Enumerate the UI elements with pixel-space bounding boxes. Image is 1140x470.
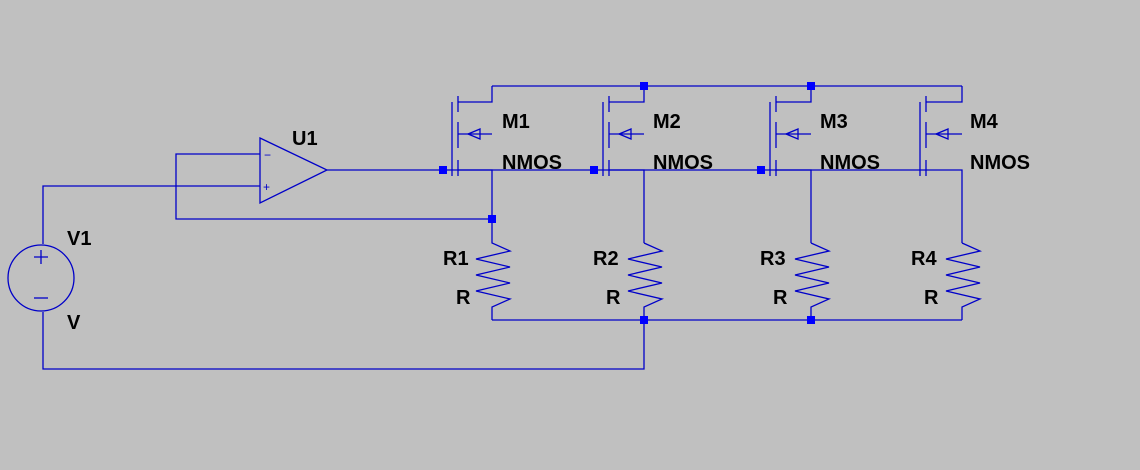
source-body (7, 244, 75, 312)
m3-source-lead (776, 169, 812, 243)
m4-arrow (934, 128, 949, 140)
r1-label: R1 (443, 248, 469, 270)
m1-label: M1 (502, 111, 530, 133)
junction-dot[interactable] (439, 166, 447, 174)
junction-dot[interactable] (640, 82, 648, 90)
junction-dot[interactable] (757, 166, 765, 174)
r3-value-label: R (773, 287, 788, 309)
m3-label: M3 (820, 111, 848, 133)
m2-model-label: NMOS (653, 152, 713, 174)
r4-zigzag (945, 242, 983, 320)
opamp-minus-sign: − (264, 148, 271, 162)
r1-value-label: R (456, 287, 471, 309)
junction-dot[interactable] (488, 215, 496, 223)
resistor-r3[interactable] (794, 242, 832, 320)
junction-dot[interactable] (807, 316, 815, 324)
m4-label: M4 (970, 111, 999, 133)
labels: U1 V1 V M1 NMOS M2 NMOS M3 NMOS M4 NMOS … (67, 111, 1030, 334)
m4-drain-lead (926, 86, 963, 103)
r2-label: R2 (593, 248, 619, 270)
m3-arrow (784, 128, 799, 140)
m1-model-label: NMOS (502, 152, 562, 174)
vin-wire (42, 185, 260, 244)
r2-value-label: R (606, 287, 621, 309)
opamp-u1[interactable]: − + (259, 136, 329, 205)
m4-source-lead (926, 169, 963, 243)
v1-value-label: V (67, 312, 81, 334)
resistor-r2[interactable] (627, 242, 665, 320)
nmos-m4[interactable] (919, 86, 963, 243)
m1-drain-lead (458, 86, 493, 103)
junction-dot[interactable] (807, 82, 815, 90)
junction-dot[interactable] (590, 166, 598, 174)
nmos-m1[interactable] (451, 86, 493, 219)
resistor-r4[interactable] (945, 242, 983, 320)
r3-label: R3 (760, 248, 786, 270)
m1-source-lead (458, 169, 493, 219)
m2-drain-lead (609, 86, 645, 103)
nmos-m3[interactable] (769, 86, 812, 243)
m4-model-label: NMOS (970, 152, 1030, 174)
resistor-r1[interactable] (475, 219, 513, 320)
r4-value-label: R (924, 287, 939, 309)
r2-zigzag (627, 242, 665, 320)
m2-source-lead (609, 169, 645, 243)
junction-dot[interactable] (640, 316, 648, 324)
m2-label: M2 (653, 111, 681, 133)
nmos-m2[interactable] (602, 86, 645, 243)
vreturn-wire (42, 312, 645, 370)
m1-arrow (466, 128, 481, 140)
u1-label: U1 (292, 128, 318, 150)
m2-arrow (617, 128, 632, 140)
opamp-plus-sign: + (263, 180, 270, 194)
r4-label: R4 (911, 248, 937, 270)
opamp-body (259, 136, 329, 205)
junctions (439, 82, 815, 324)
r3-zigzag (794, 242, 832, 320)
r1-zigzag (475, 219, 513, 320)
voltage-source-v1[interactable] (7, 244, 75, 312)
m3-drain-lead (776, 86, 812, 103)
v1-label: V1 (67, 228, 91, 250)
m3-model-label: NMOS (820, 152, 880, 174)
source-plus-mark (34, 250, 48, 264)
